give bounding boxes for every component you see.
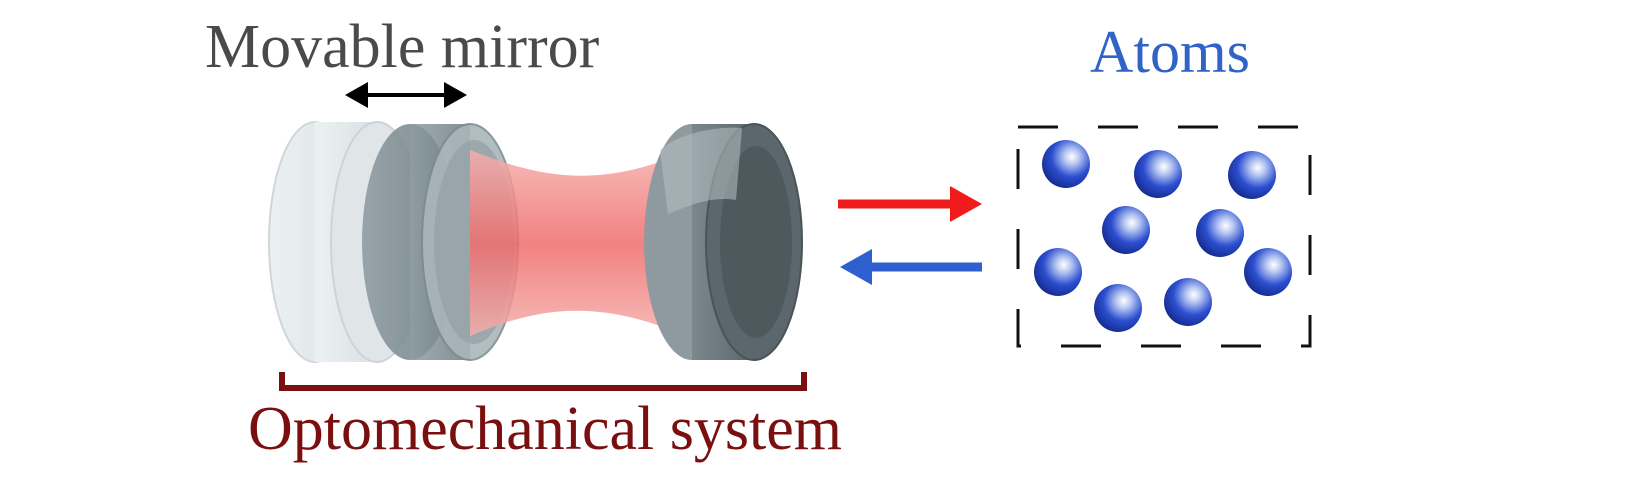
forward-arrow (838, 186, 982, 222)
atom (1164, 278, 1212, 326)
movable-mirror-double-arrow (345, 82, 467, 108)
movable-mirror-label: Movable mirror (205, 13, 600, 81)
system-bracket (279, 372, 807, 391)
atom (1094, 284, 1142, 332)
fixed-mirror (644, 123, 803, 361)
backward-arrow (840, 249, 982, 285)
atoms-box (1016, 125, 1312, 348)
atom (1134, 150, 1182, 198)
atom (1244, 248, 1292, 296)
atom (1042, 140, 1090, 188)
atom (1196, 209, 1244, 257)
atom (1102, 206, 1150, 254)
atom (1228, 151, 1276, 199)
atom (1034, 248, 1082, 296)
atoms-label: Atoms (1090, 19, 1251, 85)
cavity-beam (470, 150, 690, 338)
optomechanical-system-label: Optomechanical system (248, 395, 842, 463)
